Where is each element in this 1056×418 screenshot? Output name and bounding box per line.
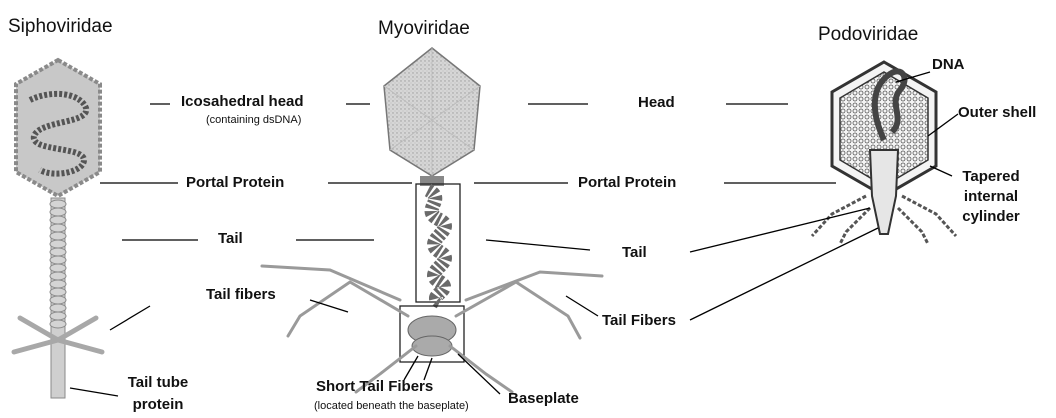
label-short-tail-fibers: Short Tail Fibers <box>316 378 433 395</box>
label-containing-dsdna: (containing dsDNA) <box>206 114 301 126</box>
tail-ring <box>50 256 66 264</box>
label-tail-right: Tail <box>622 244 647 261</box>
tail-ring <box>50 208 66 216</box>
sipho-tail <box>50 198 66 398</box>
label-dna: DNA <box>932 56 965 73</box>
label-portal-protein-left: Portal Protein <box>186 174 284 191</box>
tail-ring <box>50 264 66 272</box>
label-tail-tube: Tail tube <box>118 374 198 391</box>
label-tail-fibers-left: Tail fibers <box>206 286 276 303</box>
label-outer-shell: Outer shell <box>958 104 1036 121</box>
label-tail-left: Tail <box>218 230 243 247</box>
tail-ring <box>50 280 66 288</box>
title-myoviridae: Myoviridae <box>378 18 470 40</box>
label-head: Head <box>638 94 675 111</box>
tail-ring <box>50 288 66 296</box>
label-icosahedral-head: Icosahedral head <box>181 93 304 110</box>
tail-ring <box>50 320 66 328</box>
label-portal-protein-right: Portal Protein <box>578 174 676 191</box>
label-cylinder: cylinder <box>956 208 1026 225</box>
label-located-beneath: (located beneath the baseplate) <box>314 400 469 412</box>
title-siphoviridae: Siphoviridae <box>8 16 113 38</box>
label-internal: internal <box>956 188 1026 205</box>
label-protein: protein <box>118 396 198 413</box>
tail-ring <box>50 200 66 208</box>
label-tapered: Tapered <box>956 168 1026 185</box>
tail-ring <box>50 304 66 312</box>
leader-lines <box>70 72 958 396</box>
tail-ring <box>50 272 66 280</box>
tail-ring <box>50 216 66 224</box>
tail-ring <box>50 240 66 248</box>
tail-ring <box>50 248 66 256</box>
podo-tapered-cylinder <box>870 150 898 234</box>
label-tail-fibers-right: Tail Fibers <box>602 312 676 329</box>
tail-ring <box>50 296 66 304</box>
tail-ring <box>50 232 66 240</box>
myoviridae-phage <box>262 48 602 392</box>
myo-baseplate <box>408 316 456 356</box>
tail-ring <box>50 224 66 232</box>
title-podoviridae: Podoviridae <box>818 24 918 46</box>
myo-tail-sheath <box>428 190 445 302</box>
label-baseplate: Baseplate <box>508 390 579 407</box>
siphoviridae-phage <box>14 60 102 398</box>
tail-ring <box>50 312 66 320</box>
